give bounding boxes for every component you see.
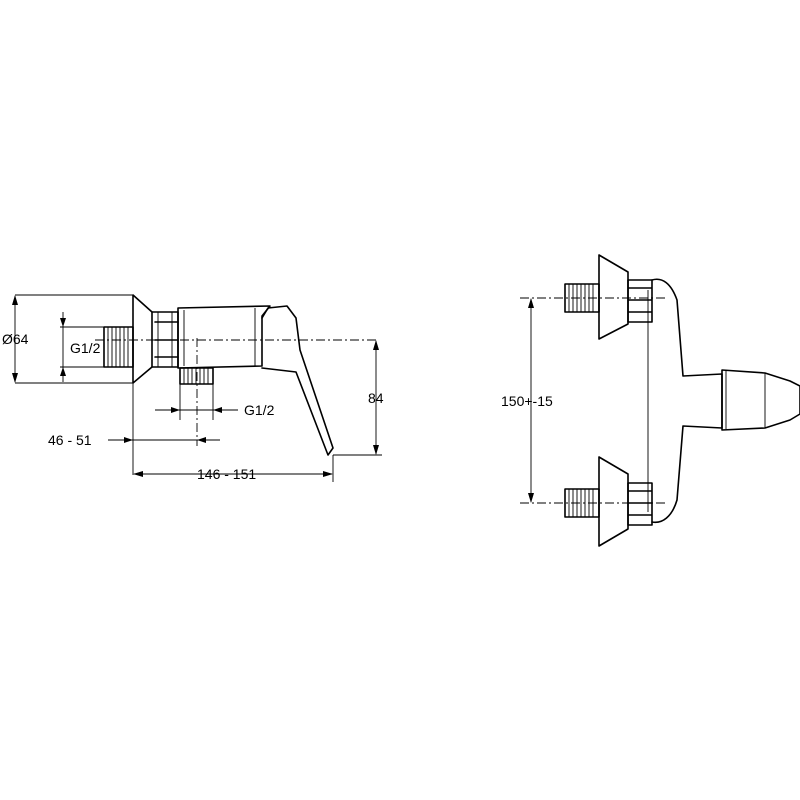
outlet-thread-label: G1/2 (244, 402, 275, 418)
inlet-thread-dimension: G1/2 (60, 312, 104, 382)
bottom-nut (627, 482, 653, 526)
top-wall-flange (598, 254, 629, 340)
diameter-label: Ø64 (2, 331, 29, 347)
depth-dimension: 146 - 151 (133, 455, 334, 482)
bottom-wall-flange (598, 456, 629, 547)
lever-handle-front (721, 369, 800, 431)
inlet-offset-dimension: 46 - 51 (48, 383, 220, 475)
outlet-thread-dimension: G1/2 (155, 384, 275, 420)
mixer-body (177, 305, 271, 369)
diameter-dimension: Ø64 (2, 294, 133, 384)
wall-flange (132, 294, 153, 384)
mixer-body-front (651, 278, 723, 524)
inlet-thread-label: G1/2 (70, 340, 101, 356)
lever-handle (261, 305, 334, 456)
inlet-spacing-label: 150+-15 (501, 393, 553, 409)
inlet-offset-label: 46 - 51 (48, 432, 92, 448)
outlet-connector (179, 367, 214, 385)
top-nut (627, 279, 653, 323)
threaded-inlet (103, 326, 134, 368)
front-view: 150+-15 (501, 254, 800, 547)
height-label: 84 (368, 390, 384, 406)
height-dimension: 84 (333, 340, 384, 456)
inlet-spacing-dimension: 150+-15 (501, 298, 553, 503)
side-view: Ø64 G1/2 G1/2 84 (2, 294, 384, 482)
depth-label: 146 - 151 (197, 466, 256, 482)
